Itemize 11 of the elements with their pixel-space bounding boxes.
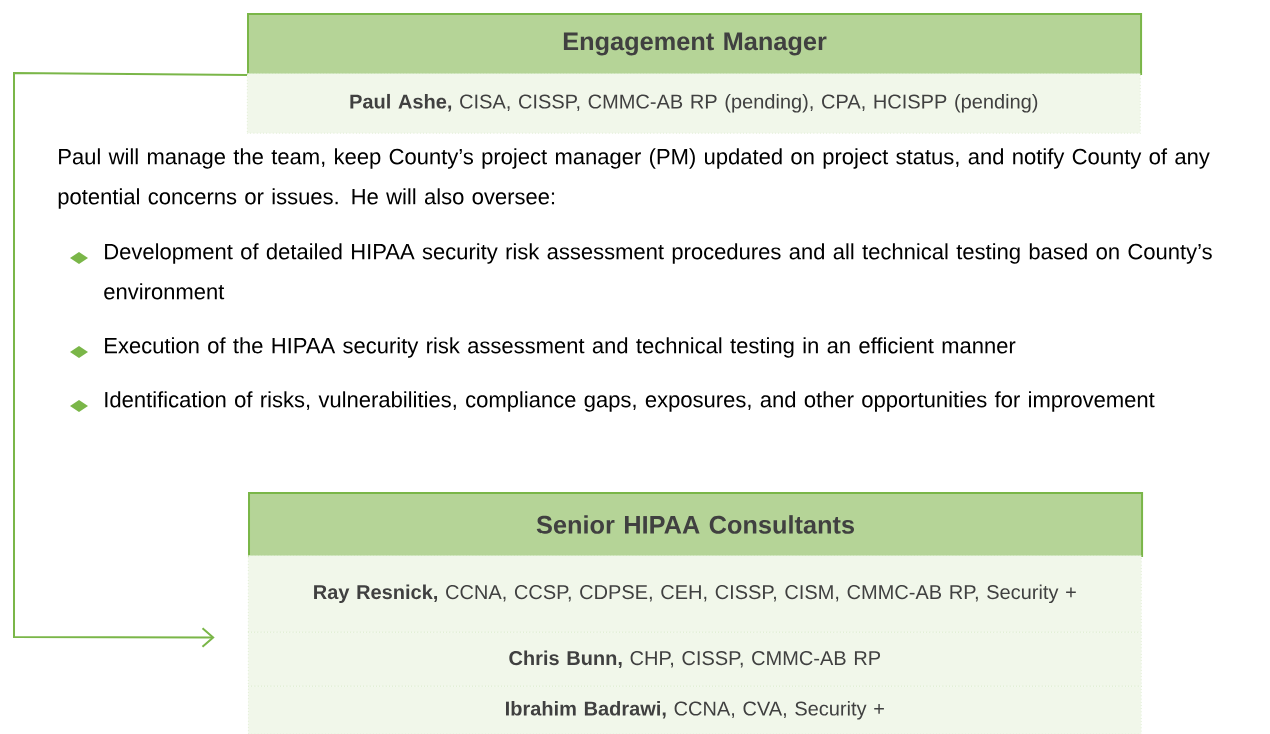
bullet-text: Development of detailed HIPAA security risk assessment procedures and all technical testing based on County’s environment: [104, 243, 1212, 300]
arrow: [13, 72, 248, 648]
table-row: Paul Ashe, CISA, CISSP, CMMC-AB RP (pending), CPA, HCISPP (pending): [247, 73, 1141, 134]
table-row: Chris Bunn, CHP, CISSP, CMMC-AB RP: [248, 632, 1142, 687]
table-header: Engagement Manager: [247, 13, 1143, 75]
table-row: Ray Resnick, CCNA, CCSP, CDPSE, CEH, CISSP, CISM, CMMC-AB RP, Security +: [248, 555, 1142, 633]
table-header: Senior HIPAA Consultants: [248, 492, 1144, 557]
bullet-text: Identification of risks, vulnerabilities, compliance gaps, exposures, and other opportunities for improvement: [105, 391, 1155, 412]
bullet-text: Execution of the HIPAA security risk assessment and technical testing in an efficient manner: [105, 337, 1016, 358]
node-label: Ibrahim Badrawi, CCNA, CVA, Security +: [506, 700, 884, 720]
table-row: Ibrahim Badrawi, CCNA, CVA, Security +: [248, 686, 1142, 734]
